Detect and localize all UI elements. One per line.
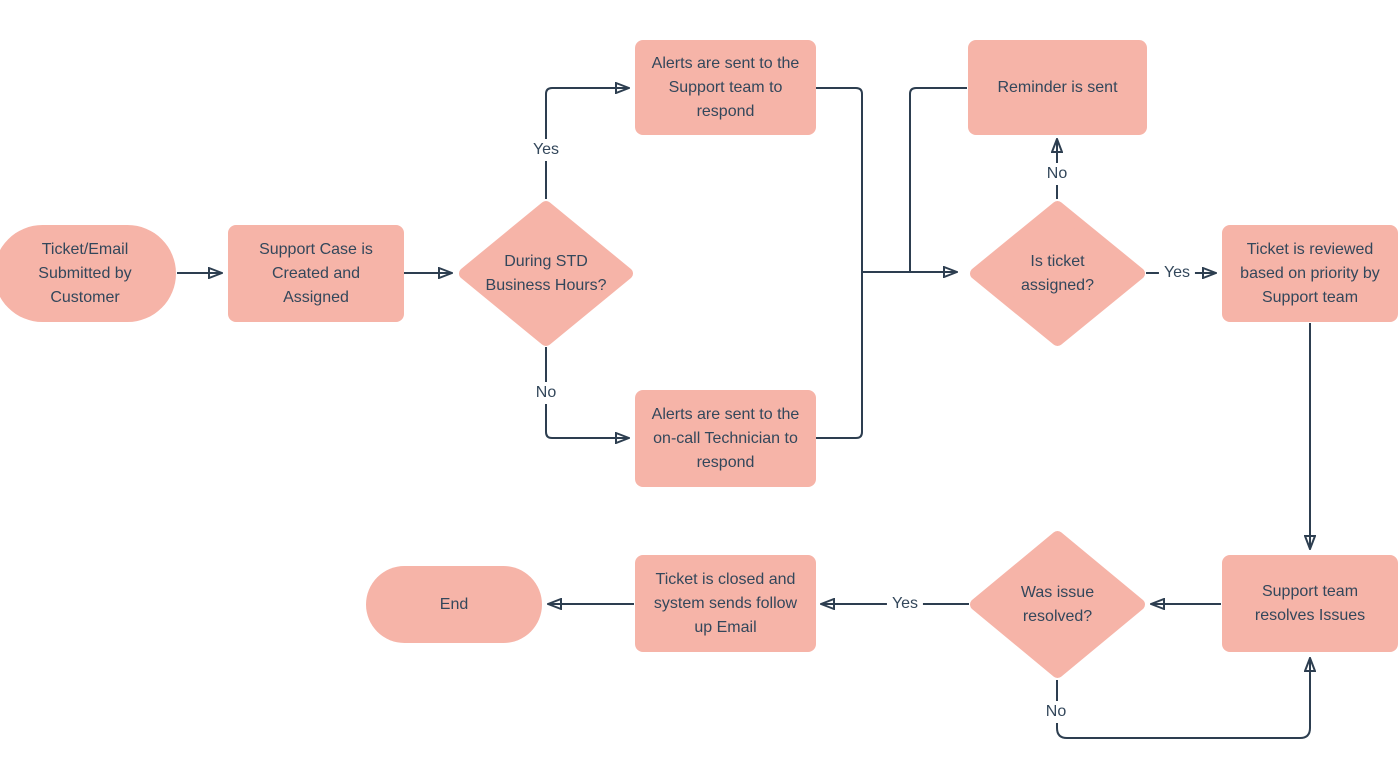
node-reminder: Reminder is sent xyxy=(968,40,1147,135)
node-alerts-support-label: Alerts are sent to the Support team to r… xyxy=(651,54,800,120)
node-resolve: Support team resolves Issues xyxy=(1222,555,1398,652)
node-business-hours-label: During STD Business Hours? xyxy=(485,252,607,294)
node-ticket-assigned-label: Is ticket assigned? xyxy=(1021,252,1094,294)
node-review: Ticket is reviewed based on priority by … xyxy=(1222,225,1398,322)
edge-label-hours-yes: Yes xyxy=(527,139,565,161)
diamond-shape xyxy=(970,201,1145,346)
node-close-ticket-label: Ticket is closed and system sends follow… xyxy=(653,570,798,636)
edge-label-resolved-no: No xyxy=(1040,701,1072,723)
edge-reminder-return xyxy=(909,87,967,271)
edge-label-assigned-yes: Yes xyxy=(1158,262,1196,284)
edge-label-assigned-no: No xyxy=(1041,163,1073,185)
edge-hours-yes-to-alerts-support xyxy=(545,88,628,199)
edge-label-resolved-yes: Yes xyxy=(886,593,924,615)
node-reminder-label: Reminder is sent xyxy=(997,78,1118,96)
node-create-case: Support Case is Created and Assigned xyxy=(228,225,404,322)
node-close-ticket: Ticket is closed and system sends follow… xyxy=(635,555,816,652)
node-issue-resolved-decision: Was issue resolved? xyxy=(969,530,1146,679)
diamond-shape xyxy=(970,531,1145,678)
edge-hours-no-to-alerts-oncall xyxy=(545,347,628,438)
node-start: Ticket/Email Submitted by Customer xyxy=(0,225,176,322)
diamond-shape xyxy=(459,201,633,346)
node-end-label: End xyxy=(439,595,469,613)
node-start-label: Ticket/Email Submitted by Customer xyxy=(38,240,132,306)
node-business-hours-decision: During STD Business Hours? xyxy=(458,200,634,347)
node-end: End xyxy=(366,566,542,643)
node-review-label: Ticket is reviewed based on priority by … xyxy=(1240,240,1380,306)
edge-alerts-merge-trunk xyxy=(816,87,863,439)
node-alerts-oncall: Alerts are sent to the on-call Technicia… xyxy=(635,390,816,487)
node-alerts-support: Alerts are sent to the Support team to r… xyxy=(635,40,816,135)
node-resolve-label: Support team resolves Issues xyxy=(1254,582,1366,624)
node-ticket-assigned-decision: Is ticket assigned? xyxy=(969,200,1146,347)
node-create-case-label: Support Case is Created and Assigned xyxy=(259,240,373,306)
node-issue-resolved-label: Was issue resolved? xyxy=(1020,583,1095,625)
edge-resolved-no-loop xyxy=(1056,659,1310,739)
node-alerts-oncall-label: Alerts are sent to the on-call Technicia… xyxy=(651,405,800,471)
edge-label-hours-no: No xyxy=(530,382,562,404)
